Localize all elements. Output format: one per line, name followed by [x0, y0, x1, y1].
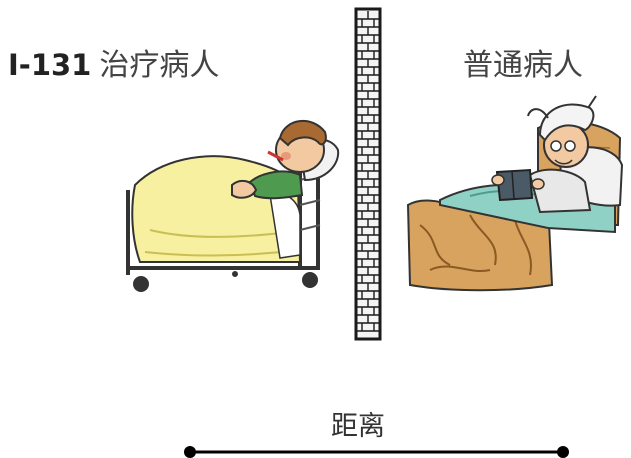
distance-endpoint-left [184, 446, 196, 458]
normal-patient-bed [406, 95, 624, 292]
treatment-patient-bed [126, 119, 340, 292]
normal-patient-label: 普通病人 [463, 48, 583, 83]
treatment-patient-text: 治疗病人 [99, 48, 220, 83]
isotope-label: I-131 [8, 48, 92, 82]
brick-wall [354, 7, 382, 341]
distance-label: 距离 [331, 411, 385, 442]
distance-endpoint-right [557, 446, 569, 458]
distance-line [184, 446, 569, 458]
